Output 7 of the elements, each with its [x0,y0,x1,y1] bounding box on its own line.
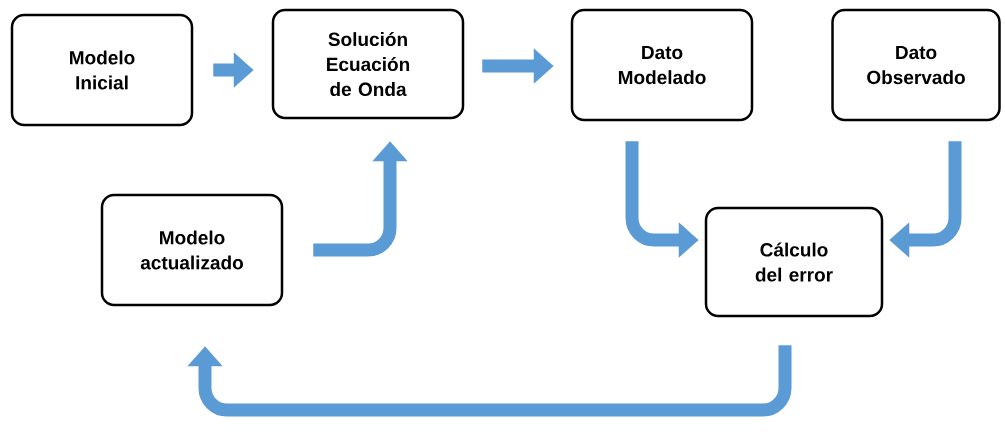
process-box: Modelo Inicial [10,13,194,127]
process-box: Dato Observado [831,8,1001,122]
process-box: Dato Modelado [570,8,754,122]
arrow [187,345,792,417]
process-box: Cálculo del error [704,206,884,318]
process-box: Modelo actualizado [100,193,284,307]
process-box: Solución Ecuación de Onda [271,8,465,120]
